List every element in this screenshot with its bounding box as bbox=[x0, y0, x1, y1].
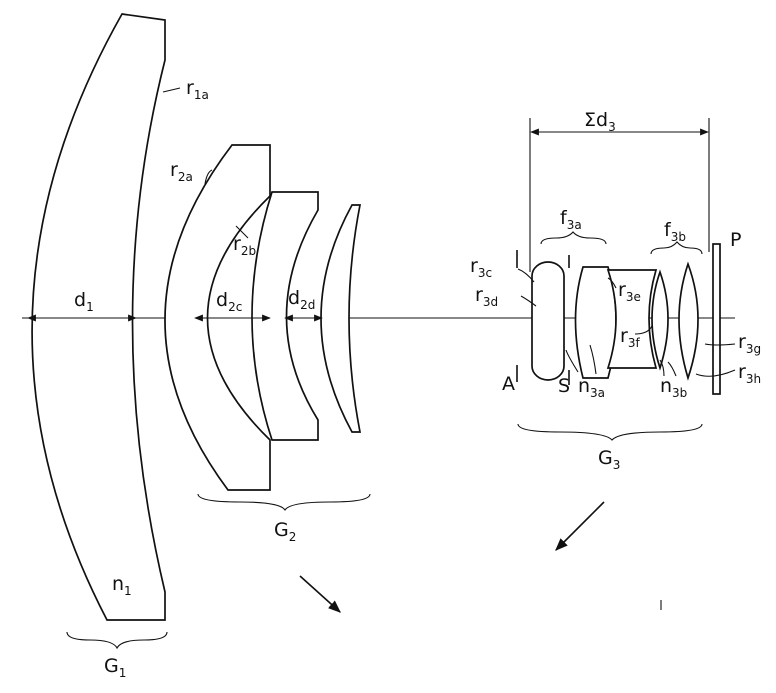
label-r3h: r3h bbox=[738, 361, 761, 386]
label-n3b: n3b bbox=[660, 375, 687, 400]
label-d2d: d2d bbox=[288, 287, 315, 312]
label-f3a: f3a bbox=[560, 207, 582, 232]
label-a: A bbox=[502, 373, 515, 395]
lens-g3-element-5 bbox=[678, 261, 699, 381]
brace-g1 bbox=[66, 631, 168, 650]
arrow-g2-motion bbox=[299, 575, 341, 613]
label-s: S bbox=[558, 375, 570, 397]
label-g1: G1 bbox=[104, 655, 126, 680]
label-p: P bbox=[730, 229, 741, 251]
label-r3f: r3f bbox=[620, 325, 640, 350]
label-f3b: f3b bbox=[664, 219, 686, 244]
label-n3a: n3a bbox=[578, 375, 605, 400]
label-r2b: r2b bbox=[233, 233, 256, 258]
label-d1: d1 bbox=[74, 289, 94, 314]
lens-g3-element-1 bbox=[531, 261, 565, 381]
lens-g1 bbox=[31, 13, 166, 621]
brace-g2 bbox=[197, 493, 371, 512]
label-r2a: r2a bbox=[170, 159, 193, 184]
label-r1a: r1a bbox=[186, 77, 209, 102]
brace-g3 bbox=[517, 423, 703, 441]
lens-g2-element-a bbox=[164, 144, 271, 491]
label-sum-d3: Σd3 bbox=[584, 109, 616, 134]
label-r3d: r3d bbox=[475, 284, 498, 309]
lens-g3-element-3 bbox=[606, 269, 658, 369]
lens-g2-element-c bbox=[320, 204, 362, 433]
label-r3e: r3e bbox=[618, 279, 641, 304]
label-n1: n1 bbox=[112, 573, 132, 598]
label-r3g: r3g bbox=[738, 331, 761, 356]
label-d2c: d2c bbox=[216, 289, 242, 314]
label-r3c: r3c bbox=[470, 255, 492, 280]
lens-g2-element-b bbox=[251, 191, 319, 441]
arrow-g3-motion bbox=[555, 501, 605, 551]
brace-f3b bbox=[650, 241, 703, 255]
label-g3: G3 bbox=[598, 447, 620, 472]
plate-p bbox=[712, 243, 721, 395]
lens-g3-element-4 bbox=[651, 269, 669, 371]
brace-f3a bbox=[540, 231, 607, 245]
label-g2: G2 bbox=[274, 519, 296, 544]
